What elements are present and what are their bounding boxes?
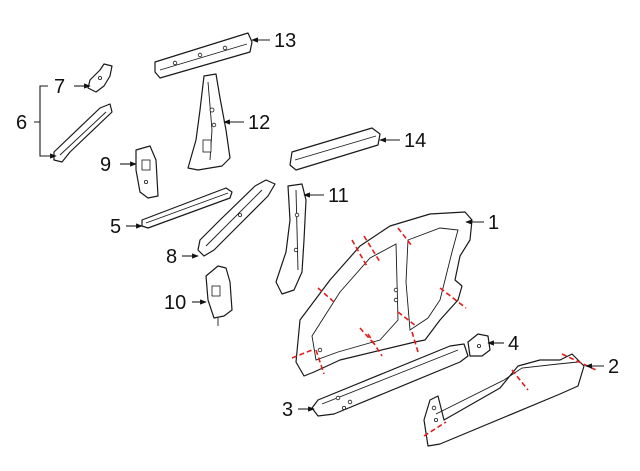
part-14-upper-rail[interactable] [289, 127, 381, 171]
callout-8: 8 [166, 246, 177, 268]
part-2-quarter-extension[interactable] [423, 353, 597, 447]
callout-6: 6 [16, 112, 27, 134]
part-13-roof-rail[interactable] [154, 32, 253, 79]
callout-2: 2 [608, 356, 619, 378]
callout-9: 9 [100, 154, 111, 176]
callout-14: 14 [404, 130, 426, 152]
leader-lines [34, 37, 604, 412]
callout-12: 12 [248, 112, 270, 134]
part-7-bracket[interactable] [87, 63, 113, 93]
part-12-b-pillar[interactable] [187, 73, 231, 171]
callout-13: 13 [274, 30, 296, 52]
callout-7: 7 [54, 76, 65, 98]
callout-labels: 13 12 14 7 6 9 5 8 10 11 1 4 3 2 [16, 30, 619, 421]
part-4-small-bracket[interactable] [467, 333, 491, 357]
part-1-side-panel[interactable] [291, 211, 473, 377]
part-11-hinge-pillar[interactable] [275, 183, 307, 295]
callout-5: 5 [110, 216, 121, 238]
callout-10: 10 [164, 292, 186, 314]
part-9-gusset[interactable] [135, 145, 159, 199]
callout-4: 4 [508, 333, 519, 355]
part-10-lower-bracket[interactable] [205, 265, 233, 326]
part-8-pillar-reinforcement[interactable] [197, 179, 276, 257]
callout-11: 11 [328, 185, 349, 207]
part-6-a-pillar-strip[interactable] [53, 103, 113, 163]
part-3-rocker-panel[interactable] [311, 343, 469, 417]
callout-1: 1 [488, 212, 499, 234]
callout-3: 3 [282, 399, 293, 421]
